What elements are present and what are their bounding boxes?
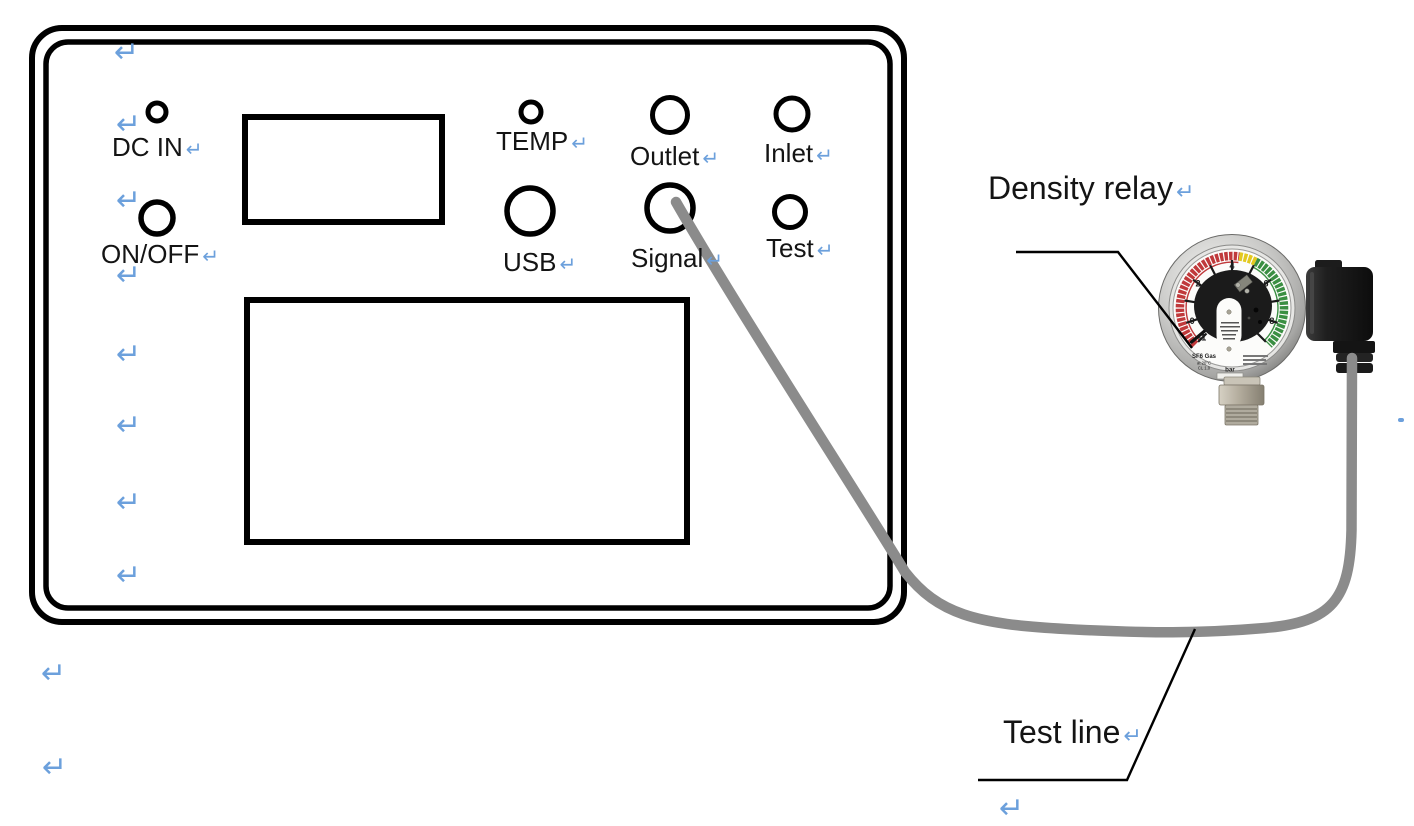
label-temp: TEMP ↵: [496, 126, 588, 156]
label-inlet: Inlet ↵: [764, 138, 833, 168]
gauge-scale-label: 8: [1269, 316, 1274, 326]
label-on-off: ON/OFF ↵: [101, 239, 219, 269]
label-signal: Signal ↵: [631, 243, 724, 273]
port-usb-circle: [504, 185, 556, 237]
label-outlet: Outlet ↵: [630, 141, 720, 171]
label-test-line: Test line ↵: [1003, 714, 1142, 750]
callout-label-text: Density relay: [988, 170, 1173, 206]
port-label-text: Test: [766, 233, 814, 263]
density-relay-gauge: -1 0 2 4 6 8: [1158, 234, 1306, 426]
paragraph-mark: ↵: [116, 183, 142, 218]
connector-body: [1306, 267, 1373, 341]
gauge-fitting: [1218, 376, 1265, 426]
paragraph-mark: ↵: [999, 791, 1025, 826]
test-line-callout-line: [978, 628, 1197, 782]
gauge-screw-bottom: [1226, 346, 1232, 352]
label-density-relay: Density relay ↵: [988, 170, 1195, 206]
port-signal-circle: [644, 182, 696, 234]
line-break-mark: ↵: [702, 146, 720, 170]
port-test-circle: [772, 194, 808, 230]
gauge-dial-text: SF6 Gas at 20°C CL 1.0 bar: [1192, 354, 1235, 374]
gauge-screw-top: [1226, 309, 1232, 315]
gauge-zone-red: [1175, 251, 1240, 348]
panel-inner-border: [43, 39, 893, 611]
port-label-text: Outlet: [630, 141, 700, 171]
port-inlet-circle: [773, 95, 811, 133]
gauge-scale-label: -1: [1198, 333, 1206, 343]
paragraph-mark: ↵: [116, 258, 142, 293]
line-break-mark: ↵: [185, 137, 203, 161]
paragraph-mark: ↵: [41, 656, 67, 691]
port-label-text: USB: [503, 247, 557, 277]
gauge-zone-yellow: [1238, 252, 1258, 266]
port-label-text: Inlet: [764, 138, 814, 168]
port-label-text: ON/OFF: [101, 239, 200, 269]
port-temp-circle: [518, 99, 544, 125]
label-usb: USB ↵: [503, 247, 577, 277]
port-label-text: DC IN: [112, 132, 183, 162]
line-break-mark: ↵: [559, 252, 577, 276]
paragraph-mark: ↵: [116, 558, 142, 593]
density-relay-callout-line: [1016, 250, 1193, 349]
line-break-mark: ↵: [706, 248, 724, 272]
paragraph-mark: ↵: [116, 107, 142, 142]
gauge-scale-label: 6: [1263, 278, 1268, 288]
paragraph-mark: ↵: [114, 35, 140, 70]
port-outlet-circle: [650, 95, 690, 135]
port-label-text: Signal: [631, 243, 704, 273]
gauge-scale-label: 4: [1229, 261, 1234, 271]
gauge-spec-microtext: [1220, 322, 1268, 365]
label-test: Test ↵: [766, 233, 834, 263]
paragraph-mark: ↵: [42, 750, 68, 785]
line-break-mark: ↵: [571, 131, 588, 155]
line-break-mark: ↵: [816, 238, 834, 262]
gauge-gas-label: SF6 Gas: [1192, 354, 1217, 360]
port-on-off-circle: [138, 199, 176, 237]
display-window: [242, 114, 445, 225]
gauge-temp-ref-label: at 20°C: [1197, 361, 1211, 366]
gauge-scale-label: 0: [1190, 316, 1195, 326]
connector-neck: [1333, 341, 1375, 353]
gauge-class-label: CL 1.0: [1198, 366, 1211, 371]
gauge-scale-label: 2: [1195, 278, 1200, 288]
panel-outer-border: [29, 25, 907, 625]
line-break-mark: ↵: [1175, 180, 1195, 205]
line-break-mark: ↵: [1123, 724, 1142, 749]
gauge-zone-red-rail: [1185, 261, 1239, 341]
port-label-text: TEMP: [496, 126, 569, 156]
gauge-zone-green: [1253, 257, 1289, 348]
instrument-panel: [29, 25, 907, 625]
paragraph-mark: ↵: [116, 408, 142, 443]
paragraph-mark: ↵: [116, 337, 142, 372]
screen-window: [244, 297, 690, 545]
gauge-unit-label: bar: [1225, 367, 1235, 374]
paragraph-mark: ↵: [116, 485, 142, 520]
gauge-connector: [1306, 260, 1375, 373]
cursor-dot: [1398, 418, 1404, 422]
callout-label-text: Test line: [1003, 714, 1121, 750]
gauge-mechanism-details: [1233, 274, 1262, 324]
connector-body-highlight: [1310, 272, 1314, 334]
port-dc-in-circle: [145, 100, 169, 124]
line-break-mark: ↵: [816, 143, 833, 167]
label-dc-in: DC IN ↵: [112, 132, 203, 162]
line-break-mark: ↵: [202, 244, 219, 268]
test-line-cable: [670, 196, 1358, 638]
gauge-scale-labels: -1 0 2 4 6 8: [1190, 261, 1275, 343]
